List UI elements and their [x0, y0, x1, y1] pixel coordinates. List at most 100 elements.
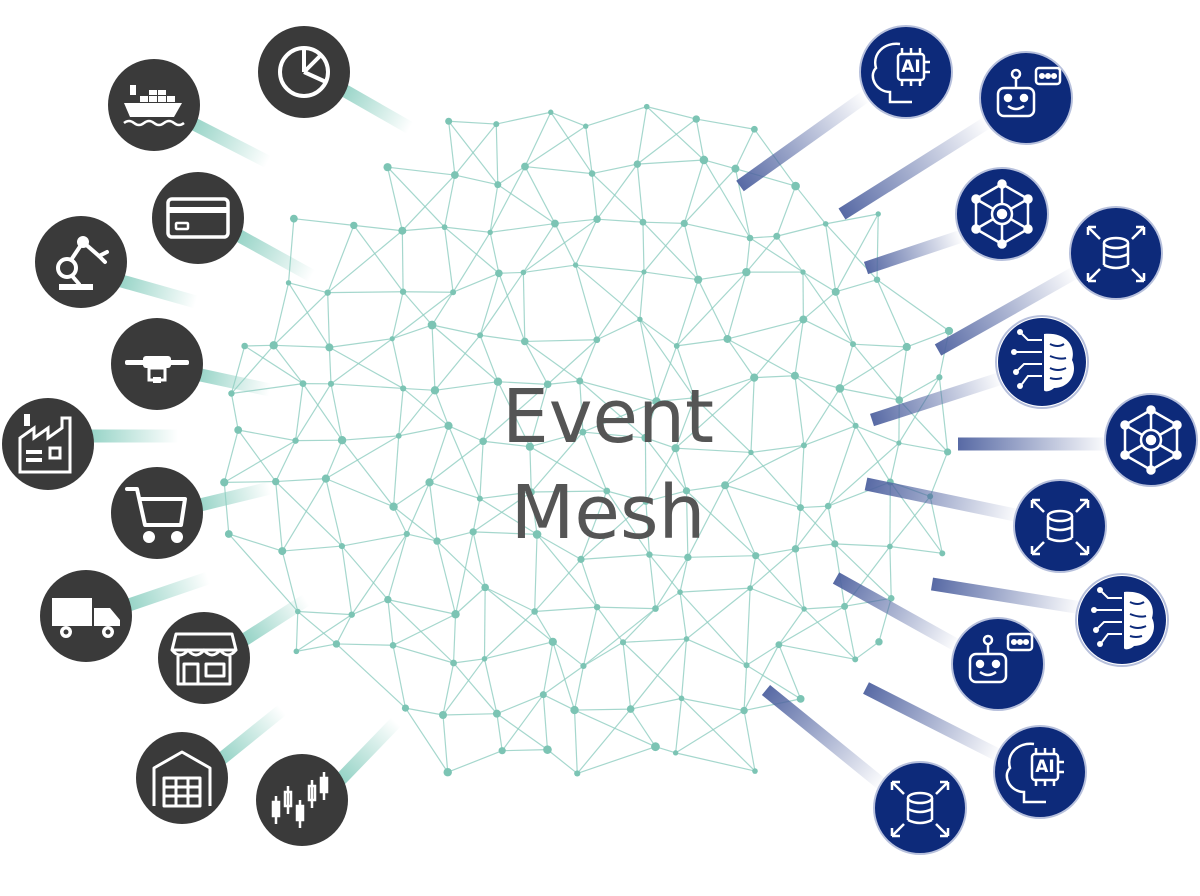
mesh-link — [297, 610, 352, 616]
mesh-link — [745, 237, 751, 273]
mesh-link — [483, 587, 486, 659]
mesh-link — [353, 224, 403, 232]
mesh-link — [387, 599, 456, 615]
mesh-link — [834, 543, 890, 548]
mesh-link — [839, 388, 857, 426]
mesh-link — [536, 533, 582, 560]
mesh-link — [401, 230, 404, 292]
mesh-node — [450, 171, 459, 179]
mesh-link — [724, 452, 752, 486]
mesh-link — [497, 381, 548, 385]
mesh-link — [802, 271, 854, 345]
mesh-link — [392, 644, 454, 664]
mesh-link — [642, 221, 685, 225]
mesh-link — [906, 330, 950, 348]
mesh-link — [402, 291, 433, 326]
mesh-link — [524, 341, 549, 385]
mesh-link — [393, 506, 438, 542]
mesh-link — [336, 643, 406, 709]
mesh-link — [498, 273, 526, 342]
producer-node-robot-arm — [35, 216, 127, 308]
connection-beam — [761, 684, 889, 792]
mesh-link — [645, 490, 687, 503]
stock-candlestick-icon — [271, 772, 329, 828]
mesh-node — [673, 343, 680, 349]
mesh-node — [481, 583, 489, 592]
connection-beam — [187, 116, 271, 168]
producer-node-cargo-ship — [108, 59, 200, 151]
mesh-link — [576, 708, 632, 774]
mesh-link — [387, 166, 446, 228]
mesh-node — [875, 638, 883, 646]
mesh-link — [676, 338, 728, 347]
mesh-link — [681, 697, 756, 772]
mesh-node — [521, 162, 529, 171]
credit-card-icon — [166, 197, 230, 239]
mesh-link — [453, 658, 485, 664]
mesh-node — [332, 640, 341, 648]
mesh-node — [677, 589, 683, 595]
event-producers — [2, 26, 350, 846]
mesh-link — [622, 608, 656, 643]
mesh-link — [583, 608, 656, 667]
mesh-link — [898, 442, 948, 453]
mesh-link — [448, 121, 456, 176]
mesh-link — [727, 338, 796, 377]
consumer-circle — [873, 761, 967, 855]
mesh-link — [606, 490, 647, 503]
mesh-link — [330, 383, 404, 390]
producer-node-delivery-truck — [40, 570, 132, 662]
mesh-link — [325, 478, 394, 508]
mesh-link — [827, 442, 900, 507]
connection-beam — [863, 682, 1003, 762]
mesh-link — [573, 665, 585, 711]
mesh-node — [944, 448, 952, 456]
title-line-1: Event — [502, 374, 714, 460]
mesh-link — [855, 425, 900, 444]
mesh-node — [740, 706, 748, 715]
mesh-link — [794, 375, 841, 389]
mesh-link — [392, 613, 456, 646]
mesh-node — [746, 234, 754, 242]
mesh-link — [224, 480, 276, 484]
mesh-link — [574, 708, 631, 711]
mesh-link — [794, 375, 856, 427]
mesh-link — [794, 507, 802, 549]
mesh-link — [753, 319, 804, 379]
producer-circle — [111, 467, 203, 559]
mesh-link — [393, 481, 430, 508]
mesh-link — [434, 334, 481, 391]
mesh-link — [295, 611, 299, 652]
mesh-node — [389, 502, 398, 511]
mesh-link — [534, 611, 554, 643]
mesh-node — [641, 433, 650, 442]
mesh-node — [289, 214, 298, 223]
mesh-link — [392, 435, 400, 507]
mesh-link — [799, 445, 805, 508]
mesh-link — [794, 375, 805, 446]
mesh-link — [654, 556, 689, 609]
mesh-link — [543, 694, 575, 711]
mesh-link — [844, 606, 856, 660]
mesh-node — [583, 123, 589, 129]
mesh-node — [551, 219, 559, 228]
mesh-node — [748, 449, 754, 456]
connection-beam — [215, 704, 287, 766]
mesh-link — [675, 752, 756, 772]
mesh-node — [841, 602, 849, 610]
circuit-brain-icon — [1091, 587, 1154, 650]
mesh-node — [477, 332, 484, 339]
mesh-node — [721, 481, 730, 490]
mesh-link — [542, 665, 584, 696]
mesh-link — [484, 586, 554, 643]
mesh-node — [875, 211, 881, 217]
mesh-link — [679, 557, 689, 593]
mesh-link — [405, 707, 444, 716]
mesh-node — [338, 542, 346, 550]
mesh-link — [281, 478, 327, 552]
mesh-node — [400, 385, 407, 392]
mesh-node — [495, 269, 503, 278]
mesh-node — [481, 656, 488, 662]
producer-circle — [158, 612, 250, 704]
mesh-link — [325, 435, 400, 480]
